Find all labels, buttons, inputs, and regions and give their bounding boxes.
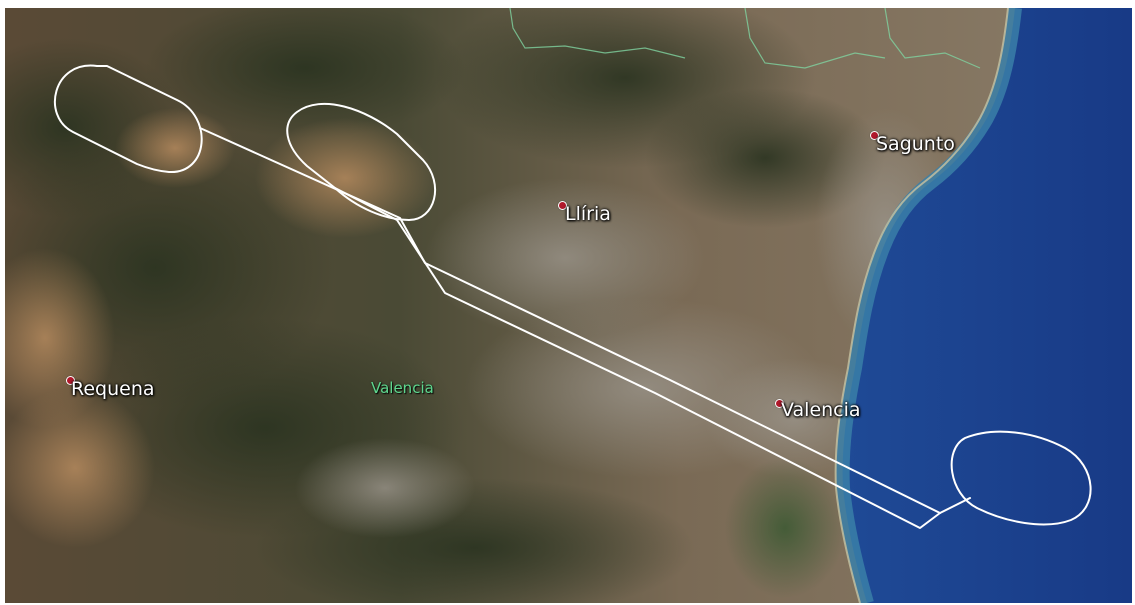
place-label-sagunto[interactable]: Sagunto — [876, 133, 955, 155]
satellite-map[interactable]: Sagunto Llíria Requena Valencia Valencia — [5, 8, 1132, 603]
place-label-liria[interactable]: Llíria — [565, 203, 611, 225]
place-label-valencia-city[interactable]: Valencia — [781, 399, 861, 421]
route-link-southeast — [939, 497, 971, 514]
boundary-lines — [509, 8, 981, 69]
holding-pattern-southeast — [950, 430, 1092, 526]
region-label-valencia: Valencia — [371, 379, 434, 397]
place-pin-icon[interactable] — [871, 132, 878, 139]
holding-pattern-northwest — [54, 64, 203, 174]
place-label-requena[interactable]: Requena — [71, 378, 155, 400]
map-canvas[interactable] — [5, 8, 1132, 603]
sea-area — [842, 8, 1132, 603]
coastline-edge — [834, 8, 1009, 603]
place-pin-icon[interactable] — [67, 377, 74, 384]
route-corridor-lower — [334, 187, 941, 529]
place-pin-icon[interactable] — [559, 202, 566, 209]
flight-routes — [54, 64, 1092, 529]
place-pin-icon[interactable] — [776, 400, 783, 407]
holding-pattern-central — [286, 103, 437, 221]
